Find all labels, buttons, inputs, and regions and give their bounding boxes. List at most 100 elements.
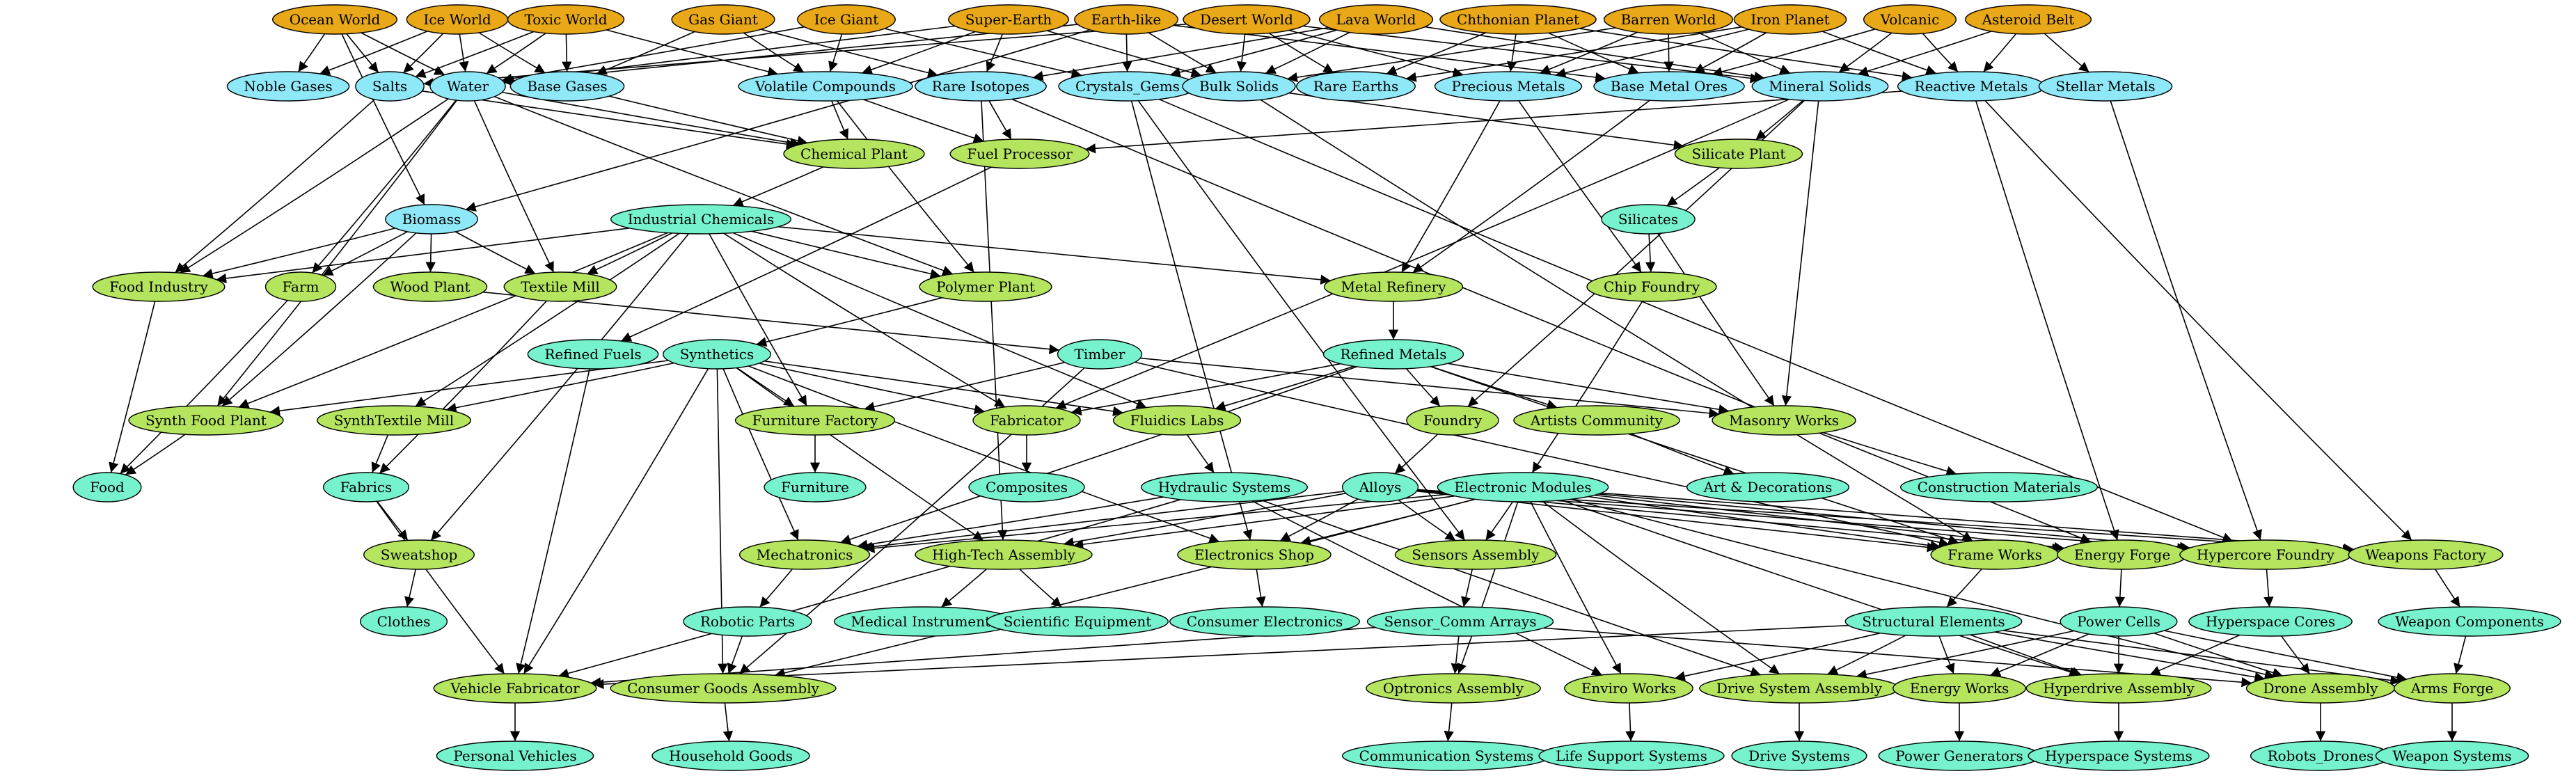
node-sweatshop: Sweatshop <box>363 539 475 570</box>
node-label-fluidics: Fluidics Labs <box>1130 412 1224 429</box>
edge-chthonian-to-precious <box>1507 33 1517 72</box>
edge-hydraulic-to-enviro <box>1251 500 1602 676</box>
node-label-powercells: Power Cells <box>2077 613 2160 630</box>
node-ellipse-foodind <box>92 271 226 302</box>
edge-synthetics-to-hightech <box>736 367 984 541</box>
node-ellipse-farm <box>264 271 337 302</box>
node-furniture: Furniture <box>764 472 867 502</box>
node-label-lifesup: Life Support Systems <box>1556 747 1707 764</box>
node-label-water: Water <box>447 78 489 95</box>
edge-frameworks-to-structel <box>1946 569 1982 608</box>
edge-elecmod-to-hightech <box>1073 495 1455 550</box>
edge-sensasm-to-sensorcomm <box>1461 569 1473 608</box>
node-label-energyworks: Energy Works <box>1910 680 2009 697</box>
node-ellipse-volatile <box>738 71 913 102</box>
edge-elecmod-to-optronics <box>1457 501 1519 674</box>
edge-water-to-farm <box>311 100 457 274</box>
node-label-alloys: Alloys <box>1359 479 1402 496</box>
edge-powercells-to-drivesys <box>1856 630 2074 679</box>
edge-chthonian-to-rareearths <box>1386 32 1486 75</box>
node-ellipse-artdec <box>1686 472 1850 502</box>
node-baseore: Base Metal Ores <box>1593 71 1745 102</box>
node-label-sweatshop: Sweatshop <box>381 546 458 563</box>
node-ellipse-armsforge <box>2393 673 2511 704</box>
edge-roboparts-to-consumerasm <box>727 635 743 674</box>
edge-reactive-to-fuelproc <box>1085 90 1902 154</box>
node-water: Water <box>429 71 506 102</box>
node-weaponsfac: Weapons Factory <box>2348 539 2504 570</box>
edge-elecmod-to-enviro <box>1530 501 1622 674</box>
edge-desert-to-rareearths <box>1268 32 1334 74</box>
edge-lava-to-rareiso <box>1032 26 1329 81</box>
node-ellipse-sensorcomm <box>1366 606 1554 637</box>
edge-ice-to-basegases <box>478 32 546 74</box>
edge-lava-to-mineral <box>1425 26 1765 82</box>
node-noble: Noble Gases <box>226 71 350 102</box>
node-ellipse-silicateplant <box>1674 138 1803 169</box>
node-metalref: Metal Refinery <box>1323 271 1464 302</box>
node-ellipse-rareearths <box>1296 71 1416 102</box>
edge-indchem-to-foodind <box>216 228 630 284</box>
node-ellipse-foundry <box>1406 405 1499 436</box>
node-drivesystems: Drive Systems <box>1731 741 1867 771</box>
edge-indchem-to-fabricator <box>723 232 1006 408</box>
node-label-woodplant: Wood Plant <box>390 278 470 295</box>
node-stellar: Stellar Metals <box>2038 71 2173 102</box>
node-label-ice: Ice World <box>423 11 491 28</box>
edge-rareiso-to-fuelproc <box>988 100 1012 140</box>
edge-synthetics-to-synthtextile <box>445 362 674 413</box>
node-label-synthfood: Synth Food Plant <box>145 412 267 429</box>
edge-weaponsfac-to-weaponcomp <box>2435 569 2460 608</box>
edge-bulk-to-frameworks <box>1260 99 1973 541</box>
node-ellipse-bulk <box>1182 71 1296 102</box>
node-barren: Barren World <box>1603 4 1734 35</box>
node-label-fabricator: Fabricator <box>990 412 1064 429</box>
node-label-synthtextile: SynthTextile Mill <box>334 412 454 429</box>
node-ellipse-constmat <box>1899 472 2099 502</box>
node-refmetals: Refined Metals <box>1322 339 1464 370</box>
edge-powercells-to-droneasm <box>2154 632 2283 678</box>
node-ellipse-elecshop <box>1177 539 1332 570</box>
node-ellipse-lifesup <box>1538 741 1725 771</box>
edge-structel-to-enviro <box>1675 632 1881 681</box>
edge-elecshop-to-conselec <box>1256 569 1266 608</box>
node-masonry: Masonry Works <box>1712 405 1856 436</box>
node-weaponcomp: Weapon Components <box>2378 606 2561 637</box>
node-label-clothes: Clothes <box>377 613 431 630</box>
node-label-barren: Barren World <box>1621 11 1716 28</box>
node-ellipse-lava <box>1318 4 1434 35</box>
edge-iron-to-rareearths <box>1406 26 1742 82</box>
edge-precious-to-chipfoundry <box>1518 100 1642 273</box>
edge-earthlike-to-crystals <box>1122 33 1132 72</box>
node-earthlike: Earth-like <box>1074 4 1178 35</box>
edge-consumerasm-to-household <box>722 702 734 742</box>
node-volcanic: Volcanic <box>1863 4 1957 35</box>
node-ellipse-silicates <box>1601 204 1696 235</box>
node-label-hypercore: Hypercore Foundry <box>2197 546 2335 563</box>
node-elecmod: Electronic Modules <box>1437 472 1609 502</box>
node-ellipse-hightech <box>915 539 1093 570</box>
node-indchem: Industrial Chemicals <box>610 204 791 235</box>
node-ellipse-drivesystems <box>1731 741 1867 771</box>
node-label-chipfoundry: Chip Foundry <box>1604 278 1700 295</box>
node-ellipse-synthtextile <box>317 405 471 436</box>
edge-synthetics-to-elecshop <box>748 365 1220 544</box>
edge-hightech-to-sciequip <box>1019 569 1062 608</box>
edge-barren-to-bulk <box>1287 27 1615 83</box>
node-label-fabrics: Fabrics <box>340 479 393 496</box>
edge-mineral-to-fabricator <box>1055 98 1789 409</box>
node-sensorcomm: Sensor_Comm Arrays <box>1366 606 1554 637</box>
node-ellipse-weaponsys <box>2375 741 2529 771</box>
node-chemplant: Chemical Plant <box>783 138 925 169</box>
node-composites: Composites <box>968 472 1085 502</box>
node-label-farm: Farm <box>283 278 319 295</box>
edge-powercells-to-armsforge <box>2164 630 2407 683</box>
node-ellipse-household <box>651 741 810 771</box>
edge-volatile-to-fuelproc <box>863 99 984 143</box>
edge-refmetals-to-fabricator <box>1071 363 1341 416</box>
node-label-rareiso: Rare Isotopes <box>932 78 1029 95</box>
node-label-volatile: Volatile Compounds <box>754 78 896 95</box>
node-frameworks: Frame Works <box>1930 539 2060 570</box>
edge-lava-to-bulk <box>1265 31 1350 74</box>
node-persveh: Personal Vehicles <box>436 741 594 771</box>
